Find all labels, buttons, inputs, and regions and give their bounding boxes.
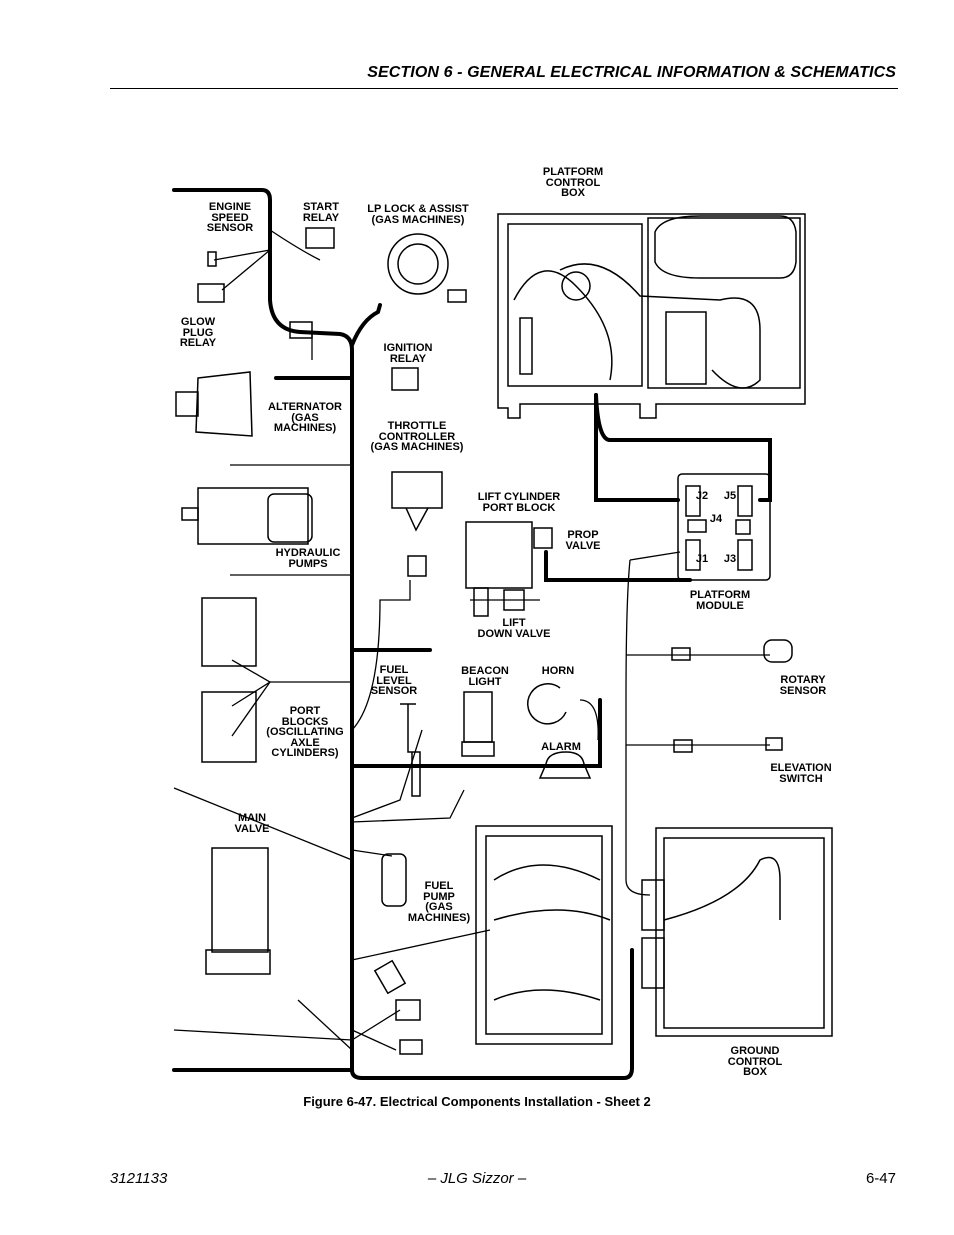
- label-elevation-switch: ELEVATION SWITCH: [770, 762, 832, 785]
- label-port-blocks: PORT BLOCKS (OSCILLATING AXLE CYLINDERS): [266, 705, 344, 759]
- label-ground-control-box: GROUND CONTROL BOX: [727, 1045, 783, 1078]
- label-lift-down-valve: LIFT DOWN VALVE: [477, 617, 551, 640]
- platform-module-shape: [677, 473, 771, 581]
- connector-j4: J4: [709, 513, 723, 525]
- footer-doc-number: 3121133: [110, 1170, 168, 1187]
- label-alarm: ALARM: [541, 741, 581, 753]
- footer-page-number: 6-47: [865, 1170, 896, 1187]
- connector-j5: J5: [723, 490, 737, 502]
- label-fuel-level-sensor: FUEL LEVEL SENSOR: [370, 664, 418, 697]
- label-start-relay: START RELAY: [302, 201, 340, 224]
- label-platform-control-box: PLATFORM CONTROL BOX: [542, 166, 604, 199]
- section-title: SECTION 6 - GENERAL ELECTRICAL INFORMATI…: [367, 64, 896, 81]
- label-horn: HORN: [541, 665, 575, 677]
- header-rule: [110, 88, 898, 89]
- connector-j2: J2: [695, 490, 709, 502]
- label-beacon-light: BEACON LIGHT: [461, 665, 509, 688]
- label-alternator: ALTERNATOR (GAS MACHINES): [268, 401, 342, 434]
- footer-title: – JLG Sizzor –: [427, 1170, 527, 1187]
- connector-j1: J1: [695, 553, 709, 565]
- figure-caption: Figure 6-47. Electrical Components Insta…: [303, 1094, 651, 1109]
- label-prop-valve: PROP VALVE: [565, 529, 601, 552]
- label-lp-lock-assist: LP LOCK & ASSIST (GAS MACHINES): [367, 203, 469, 226]
- platform-control-box-shape: [497, 213, 806, 419]
- label-engine-speed-sensor: ENGINE SPEED SENSOR: [206, 201, 254, 234]
- label-rotary-sensor: ROTARY SENSOR: [779, 674, 827, 697]
- label-fuel-pump: FUEL PUMP (GAS MACHINES): [407, 880, 471, 924]
- label-glow-plug-relay: GLOW PLUG RELAY: [179, 316, 217, 349]
- engine-components: [175, 227, 793, 1055]
- ground-control-box-shape: [475, 825, 833, 1045]
- main-harness: [172, 188, 772, 1080]
- label-lift-cylinder-port-block: LIFT CYLINDER PORT BLOCK: [477, 491, 561, 514]
- branch-wires: [173, 229, 770, 1051]
- label-platform-module: PLATFORM MODULE: [689, 589, 751, 612]
- label-throttle-controller: THROTTLE CONTROLLER (GAS MACHINES): [370, 420, 464, 453]
- connector-j3: J3: [723, 553, 737, 565]
- label-hydraulic-pumps: HYDRAULIC PUMPS: [275, 547, 341, 570]
- label-ignition-relay: IGNITION RELAY: [383, 342, 433, 365]
- label-main-valve: MAIN VALVE: [234, 812, 270, 835]
